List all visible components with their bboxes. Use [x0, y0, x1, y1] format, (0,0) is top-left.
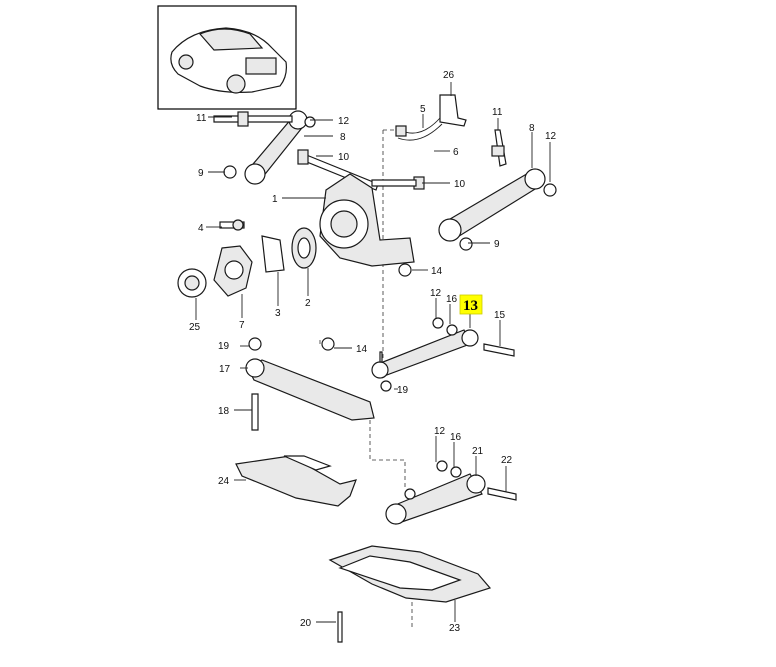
callout-13-highlighted: 13	[463, 298, 478, 314]
callout-24: 24	[218, 476, 230, 487]
callout-17: 17	[219, 364, 231, 375]
cover-part-23	[328, 545, 492, 643]
wheel-carrier-part-1	[219, 173, 415, 277]
callout-11-upper: 11	[196, 113, 207, 124]
callout-12-upper: 12	[338, 116, 350, 127]
callout-25: 25	[189, 322, 201, 333]
callout-12-mid: 12	[430, 288, 442, 299]
callout-5: 5	[420, 104, 426, 115]
callout-16-mid: 16	[446, 294, 458, 305]
callout-6: 6	[453, 147, 459, 158]
callout-8-right: 8	[529, 123, 535, 134]
callout-16-lower: 16	[450, 432, 462, 443]
hub-assembly	[177, 227, 317, 298]
callout-7: 7	[239, 320, 245, 331]
bracket-part-26	[395, 94, 467, 141]
callout-9-right: 9	[494, 239, 500, 250]
callout-14-lower: 14	[356, 344, 368, 355]
callout-3: 3	[275, 308, 281, 319]
callout-19-left: 19	[218, 341, 230, 352]
toe-link-part-13	[371, 317, 515, 392]
callout-10-upper: 10	[338, 152, 350, 163]
callout-19-right: 19	[397, 385, 409, 396]
callout-22: 22	[501, 455, 513, 466]
callout-1: 1	[272, 194, 278, 205]
vehicle-thumbnail	[157, 5, 297, 110]
bracket-part-24	[235, 455, 357, 507]
upper-right-link	[438, 129, 557, 251]
callout-15: 15	[494, 310, 506, 321]
callout-8-upper: 8	[340, 132, 346, 143]
callout-10-lower: 10	[454, 179, 466, 190]
callout-21: 21	[472, 446, 484, 457]
callout-14-upper: 14	[431, 266, 443, 277]
highlight-box	[459, 294, 483, 315]
callout-9-left: 9	[198, 168, 204, 179]
callout-2: 2	[305, 298, 311, 309]
callout-12-right: 12	[545, 131, 557, 142]
callout-11-right: 11	[492, 107, 503, 118]
callout-12-lower: 12	[434, 426, 446, 437]
callout-4: 4	[198, 223, 204, 234]
callout-23: 23	[449, 623, 461, 634]
callout-26: 26	[443, 70, 455, 81]
callout-18: 18	[218, 406, 230, 417]
callout-20: 20	[300, 618, 312, 629]
trailing-arm-part-17	[245, 337, 375, 431]
lower-arm-part-21	[385, 460, 517, 525]
callout-labels: 26 5 6 11 12 8 9 10 10 11 8 12 9 1 4 2 3…	[189, 70, 557, 634]
upper-link-part-8	[213, 110, 425, 191]
